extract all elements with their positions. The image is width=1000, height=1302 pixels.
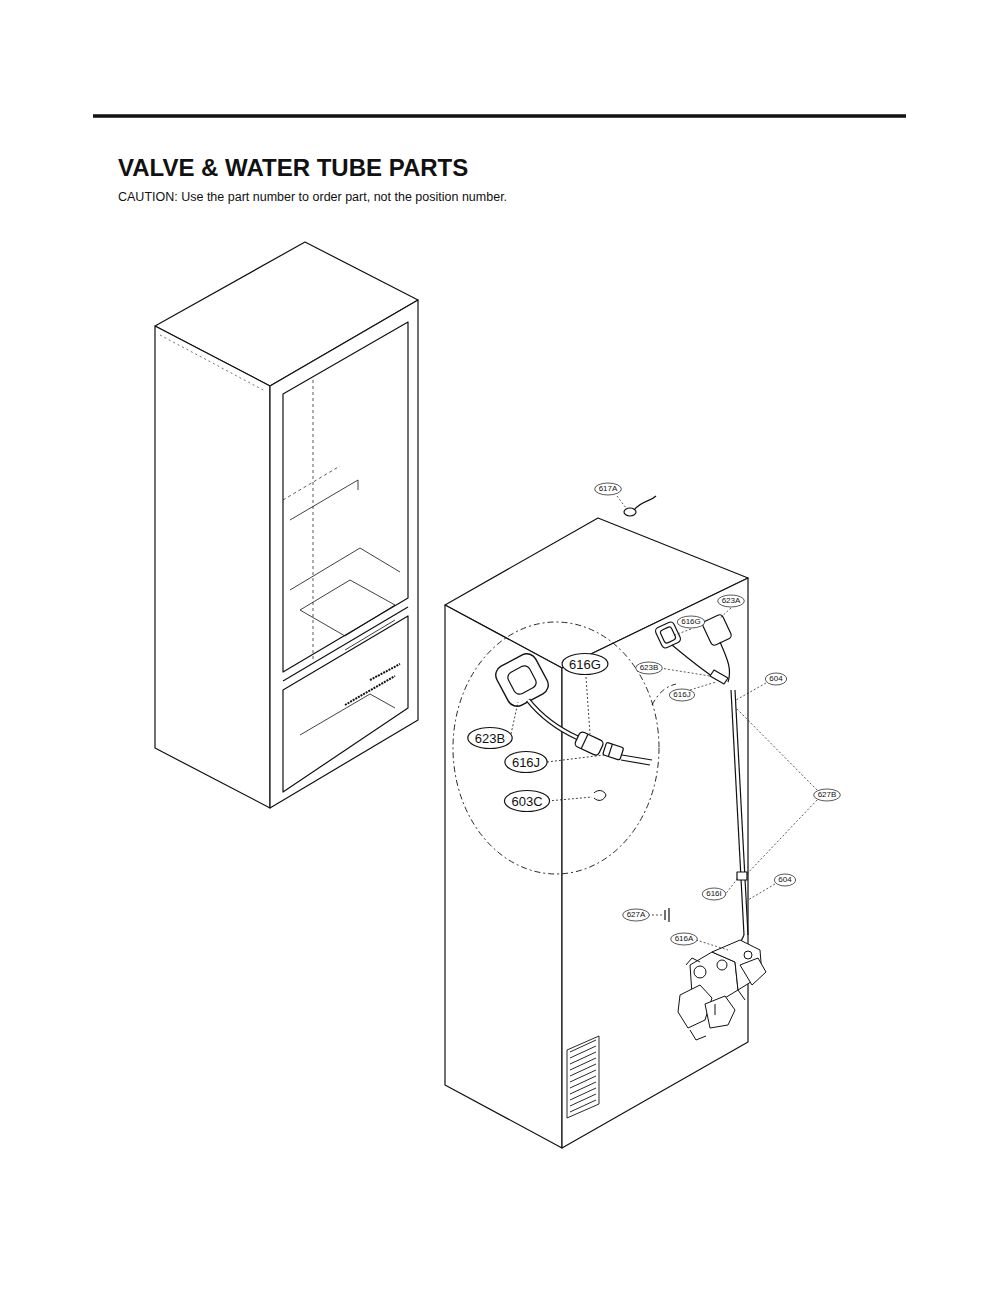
callout-number: 623A xyxy=(722,597,741,605)
callout-number: 627B xyxy=(818,791,837,799)
caution-note: CAUTION: Use the part number to order pa… xyxy=(118,190,507,204)
callout-number: 623B xyxy=(475,732,505,745)
callout-oval xyxy=(671,933,698,945)
callout-number: 604 xyxy=(778,876,791,884)
callout-oval xyxy=(504,791,549,812)
callout-number: 616I xyxy=(706,890,722,898)
callout-oval xyxy=(765,673,786,685)
callout-number: 616A xyxy=(675,935,694,943)
callout-oval xyxy=(636,662,663,674)
callout-oval xyxy=(468,728,512,749)
page-title: VALVE & WATER TUBE PARTS xyxy=(118,154,468,182)
callout-oval xyxy=(814,789,841,801)
callout-number: 616J xyxy=(673,691,690,699)
callout-number: 616G xyxy=(681,618,701,626)
callout-oval xyxy=(677,616,705,628)
header-rule xyxy=(93,114,906,118)
callout-oval xyxy=(702,888,726,900)
callout-number: 604 xyxy=(769,675,782,683)
callout-oval xyxy=(774,874,795,886)
callout-number: 603C xyxy=(511,795,542,808)
callout-oval xyxy=(505,752,547,773)
cabinet-front-view xyxy=(155,242,418,808)
water-valve xyxy=(678,940,766,1040)
callout-oval xyxy=(562,654,608,675)
callout-number: 617A xyxy=(599,485,618,493)
callout-number: 627A xyxy=(627,911,646,919)
callout-oval xyxy=(595,483,622,495)
callout-number: 616J xyxy=(512,756,540,769)
callout-oval xyxy=(718,595,745,607)
callout-number: 623B xyxy=(640,664,659,672)
callout-oval xyxy=(623,909,650,921)
callout-oval xyxy=(669,689,694,701)
callout-number: 616G xyxy=(569,658,601,671)
cabinet-rear-view xyxy=(445,496,817,1148)
